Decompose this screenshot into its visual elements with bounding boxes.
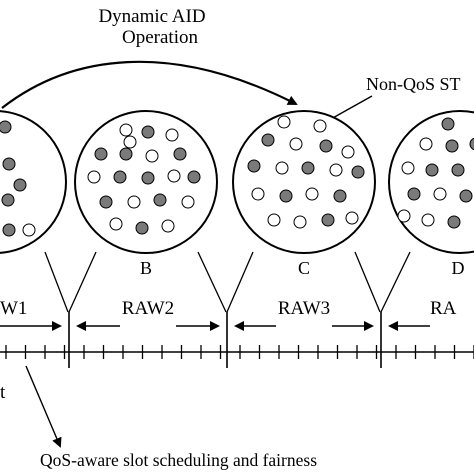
- qos-station-dot: [301, 161, 315, 175]
- nonqos-station-dot: [167, 169, 181, 183]
- nonqos-station-dot: [127, 195, 141, 209]
- footer-label: QoS-aware slot scheduling and fairness: [40, 450, 317, 470]
- qos-station-dot: [447, 215, 461, 229]
- nonqos-station-dot: [181, 195, 195, 209]
- dynamic-aid-arrow: [1, 60, 298, 109]
- qos-station-dot: [459, 189, 473, 203]
- group-letter-b: B: [140, 258, 152, 278]
- qos-station-dot: [279, 189, 293, 203]
- nonqos-station-dot: [419, 137, 433, 151]
- qos-station-dot: [1, 193, 15, 207]
- nonqos-station-dot: [22, 223, 36, 237]
- qos-station-dot: [321, 213, 335, 227]
- nonqos-station-dot: [145, 149, 159, 163]
- nonqos-station-dot: [401, 161, 415, 175]
- nonqos-label: Non-QoS ST: [366, 74, 461, 94]
- qos-station-dot: [0, 120, 12, 134]
- qos-station-dot: [119, 147, 133, 161]
- qos-station-dot: [445, 139, 459, 153]
- footer-pointer: [25, 365, 62, 448]
- nonqos-station-dot: [87, 170, 101, 184]
- qos-station-dot: [99, 195, 113, 209]
- nonqos-station-dot: [119, 123, 133, 137]
- slot-ticks: [5, 345, 474, 359]
- nonqos-station-dot: [433, 187, 447, 201]
- qos-station-dot: [247, 159, 261, 173]
- qos-station-dot: [2, 157, 16, 171]
- qos-station-dot: [2, 223, 16, 237]
- qos-station-dot: [261, 133, 275, 147]
- qos-station-dot: [425, 163, 439, 177]
- group-letter-c: C: [298, 258, 310, 278]
- qos-station-dot: [187, 170, 201, 184]
- edge-letter: t: [0, 382, 6, 403]
- nonqos-station-dot: [109, 217, 123, 231]
- nonqos-station-dot: [329, 163, 343, 177]
- group-letter-d: D: [452, 258, 465, 278]
- qos-station-dot: [94, 147, 108, 161]
- nonqos-station-dot: [161, 219, 175, 233]
- nonqos-station-dot: [293, 215, 307, 229]
- projection-lines: [44, 251, 411, 313]
- raw-label-1: W1: [0, 298, 27, 319]
- raw-label-3: RAW3: [278, 298, 330, 319]
- qos-station-dot: [135, 221, 149, 235]
- nonqos-station-dot: [123, 135, 137, 149]
- qos-station-dot: [469, 137, 474, 151]
- group-a-circle: [0, 110, 67, 254]
- station-dots: [0, 115, 474, 237]
- qos-station-dot: [141, 171, 155, 185]
- raw-label-2: RAW2: [122, 298, 174, 319]
- nonqos-station-dot: [421, 213, 435, 227]
- nonqos-station-dot: [275, 161, 289, 175]
- group-d-circle: [388, 110, 474, 254]
- nonqos-station-dot: [313, 119, 327, 133]
- nonqos-station-dot: [305, 187, 319, 201]
- raw-label-4: RA: [430, 298, 457, 319]
- group-c-circle: [232, 110, 376, 254]
- nonqos-station-dot: [397, 209, 411, 223]
- qos-station-dot: [441, 117, 455, 131]
- qos-station-dot: [13, 178, 27, 192]
- title-line2: Operation: [122, 27, 198, 48]
- nonqos-station-dot: [289, 137, 303, 151]
- qos-station-dot: [333, 189, 347, 203]
- qos-station-dot: [153, 193, 167, 207]
- title-line1: Dynamic AID: [98, 6, 205, 27]
- nonqos-station-dot: [345, 211, 359, 225]
- nonqos-station-dot: [251, 187, 265, 201]
- nonqos-station-dot: [277, 115, 291, 129]
- qos-station-dot: [351, 165, 365, 179]
- qos-station-dot: [173, 147, 187, 161]
- qos-station-dot: [141, 125, 155, 139]
- nonqos-station-dot: [165, 128, 179, 142]
- raw-boundaries: [68, 312, 382, 368]
- qos-station-dot: [407, 187, 421, 201]
- qos-station-dot: [113, 170, 127, 184]
- nonqos-station-dot: [341, 145, 355, 159]
- nonqos-station-dot: [267, 213, 281, 227]
- qos-station-dot: [451, 163, 465, 177]
- qos-station-dot: [319, 139, 333, 153]
